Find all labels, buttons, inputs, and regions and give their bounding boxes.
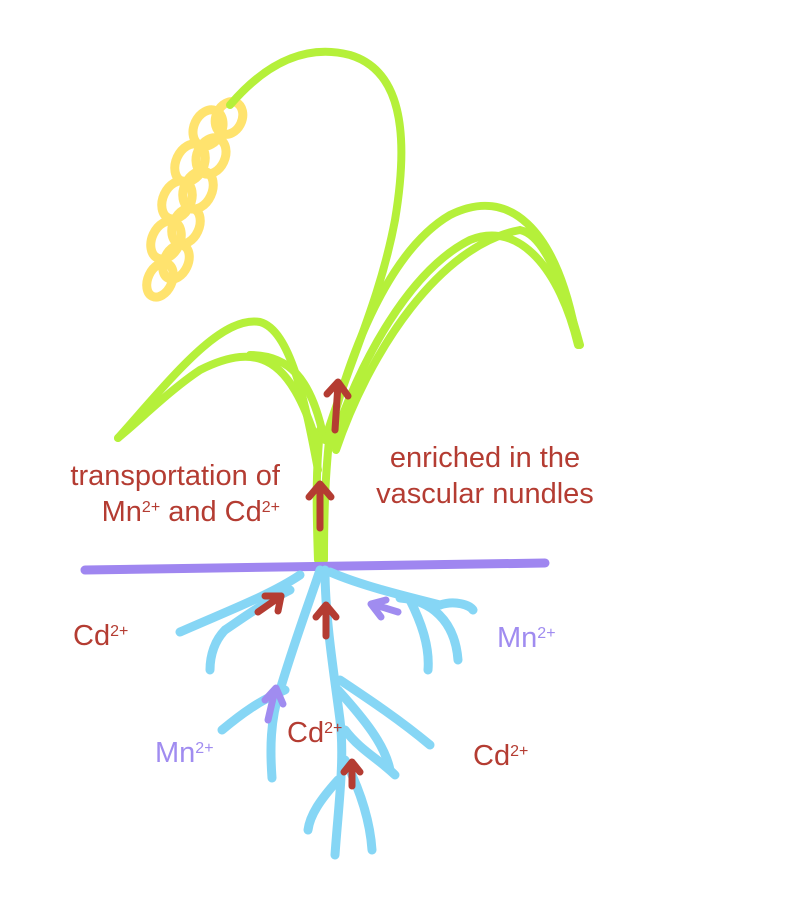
ground-line	[80, 558, 550, 575]
cd-transport-arrows	[254, 378, 364, 790]
root-arrow-lower-left	[261, 684, 287, 724]
root-arrow-left	[254, 592, 285, 616]
mn-ion-left: Mn2+	[155, 737, 214, 769]
mn-transport-arrows	[261, 596, 402, 724]
stem-arrow-lower	[305, 480, 335, 532]
cd-ion-right: Cd2+	[473, 740, 529, 772]
cd-ion-left: Cd2+	[73, 620, 129, 652]
enriched-label: enriched in the vascular nundles	[355, 440, 615, 512]
root-arrow-right	[367, 596, 402, 621]
transport-label-line1: transportation of	[70, 460, 280, 492]
root-arrow-center	[312, 601, 340, 640]
enriched-label-line1: enriched in the	[389, 442, 581, 474]
stem-arrow-upper	[323, 378, 352, 434]
transport-label-line2: Mn2+ and Cd2+	[101, 496, 280, 528]
enriched-label-line2: vascular nundles	[376, 478, 594, 510]
transport-label: transportation of Mn2+ and Cd2+	[30, 458, 280, 530]
grain-head	[142, 97, 248, 302]
root-arrow-bottom	[340, 758, 364, 790]
cd-ion-center: Cd2+	[287, 717, 343, 749]
mn-ion-right: Mn2+	[497, 622, 556, 654]
